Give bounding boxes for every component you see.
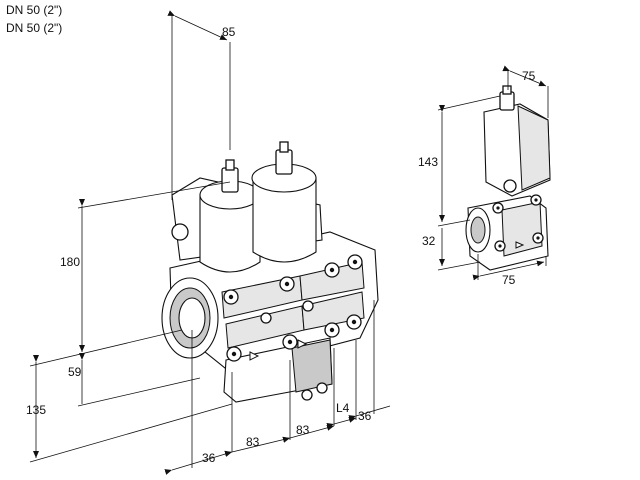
dim-rear-offset: 36 [358, 409, 372, 423]
side-dimension-labels: 75 143 32 75 [418, 69, 536, 287]
main-dimension-lines [29, 10, 391, 475]
dim-side-coil-height: 143 [418, 155, 438, 169]
double-valve-illustration [161, 141, 379, 403]
header-line-1: DN 50 (2") [6, 3, 63, 17]
side-valve-illustration [465, 85, 551, 271]
dim-front-offset: 36 [202, 451, 216, 465]
header-line-2: DN 50 (2") [6, 21, 63, 35]
dim-flange-height: 59 [68, 365, 82, 379]
dim-l4: L4 [336, 401, 350, 415]
dim-top-width: 85 [222, 25, 236, 39]
dim-module-1: 83 [246, 435, 260, 449]
dim-side-flange-height: 32 [422, 234, 436, 248]
dim-total-height: 135 [26, 403, 46, 417]
side-dimension-lines [437, 65, 549, 281]
dim-side-bottom-depth: 75 [502, 273, 516, 287]
dim-height: 180 [60, 255, 80, 269]
main-dimension-labels: 85 180 59 135 36 83 83 L4 36 [26, 25, 372, 465]
dim-side-top-depth: 75 [522, 69, 536, 83]
dim-module-2: 83 [296, 423, 310, 437]
